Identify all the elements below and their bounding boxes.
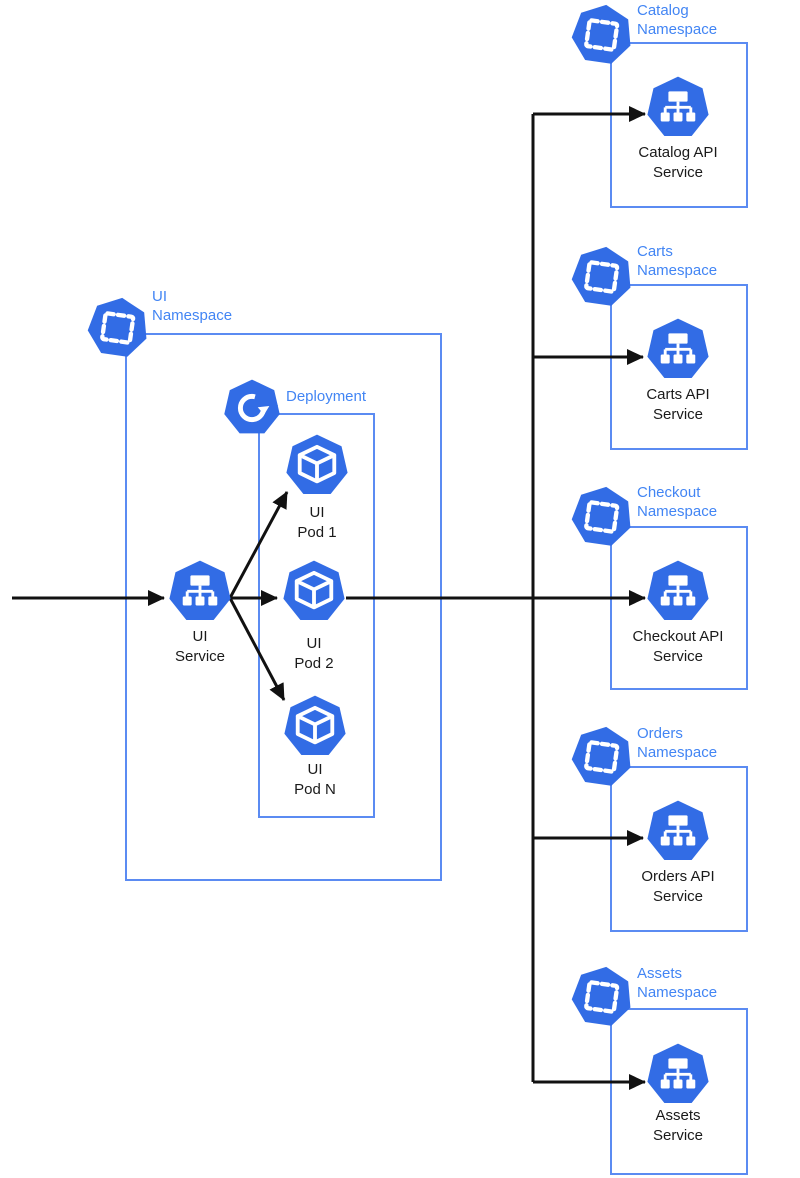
ui-pod2-caption: UI Pod 2 — [294, 635, 334, 672]
carts-namespace-label: Carts Namespace — [637, 243, 718, 279]
orders-service-caption: Orders API Service — [641, 868, 715, 905]
deployment-label: Deployment — [286, 388, 367, 405]
ui-namespace-box — [125, 333, 442, 881]
checkout-service-caption: Checkout API Service — [632, 628, 724, 665]
ui-service-caption: UI Service — [174, 628, 226, 665]
orders-service-icon — [646, 800, 710, 864]
orders-namespace-icon — [571, 726, 633, 788]
ui-pod1-caption: UI Pod 1 — [297, 504, 337, 541]
checkout-service-icon — [646, 560, 710, 624]
carts-namespace-box — [610, 284, 748, 450]
assets-namespace-label: Assets Namespace — [637, 965, 718, 1001]
ui-service-icon — [168, 560, 232, 624]
ui-pod1-icon — [285, 434, 349, 498]
ui-pod2-icon — [282, 560, 346, 624]
assets-service-caption: Assets Service — [652, 1107, 704, 1144]
catalog-service-caption: Catalog API Service — [638, 144, 718, 181]
checkout-namespace-label: Checkout Namespace — [637, 484, 718, 520]
assets-namespace-box — [610, 1008, 748, 1175]
carts-service-icon — [646, 318, 710, 382]
ui-podn-caption: UI Pod N — [294, 761, 336, 798]
checkout-namespace-icon — [571, 486, 633, 548]
orders-namespace-label: Orders Namespace — [637, 725, 718, 761]
deployment-icon — [223, 379, 281, 437]
ui-namespace-label: UI Namespace — [152, 288, 233, 324]
catalog-namespace-box — [610, 42, 748, 208]
catalog-service-icon — [646, 76, 710, 140]
catalog-namespace-label: Catalog Namespace — [637, 2, 718, 38]
checkout-namespace-box — [610, 526, 748, 690]
carts-namespace-icon — [571, 246, 633, 308]
ui-podn-icon — [283, 695, 347, 759]
catalog-namespace-icon — [571, 4, 633, 66]
orders-namespace-box — [610, 766, 748, 932]
assets-service-icon — [646, 1043, 710, 1107]
assets-namespace-icon — [571, 966, 633, 1028]
ui-namespace-icon — [87, 297, 149, 359]
carts-service-caption: Carts API Service — [646, 386, 710, 423]
